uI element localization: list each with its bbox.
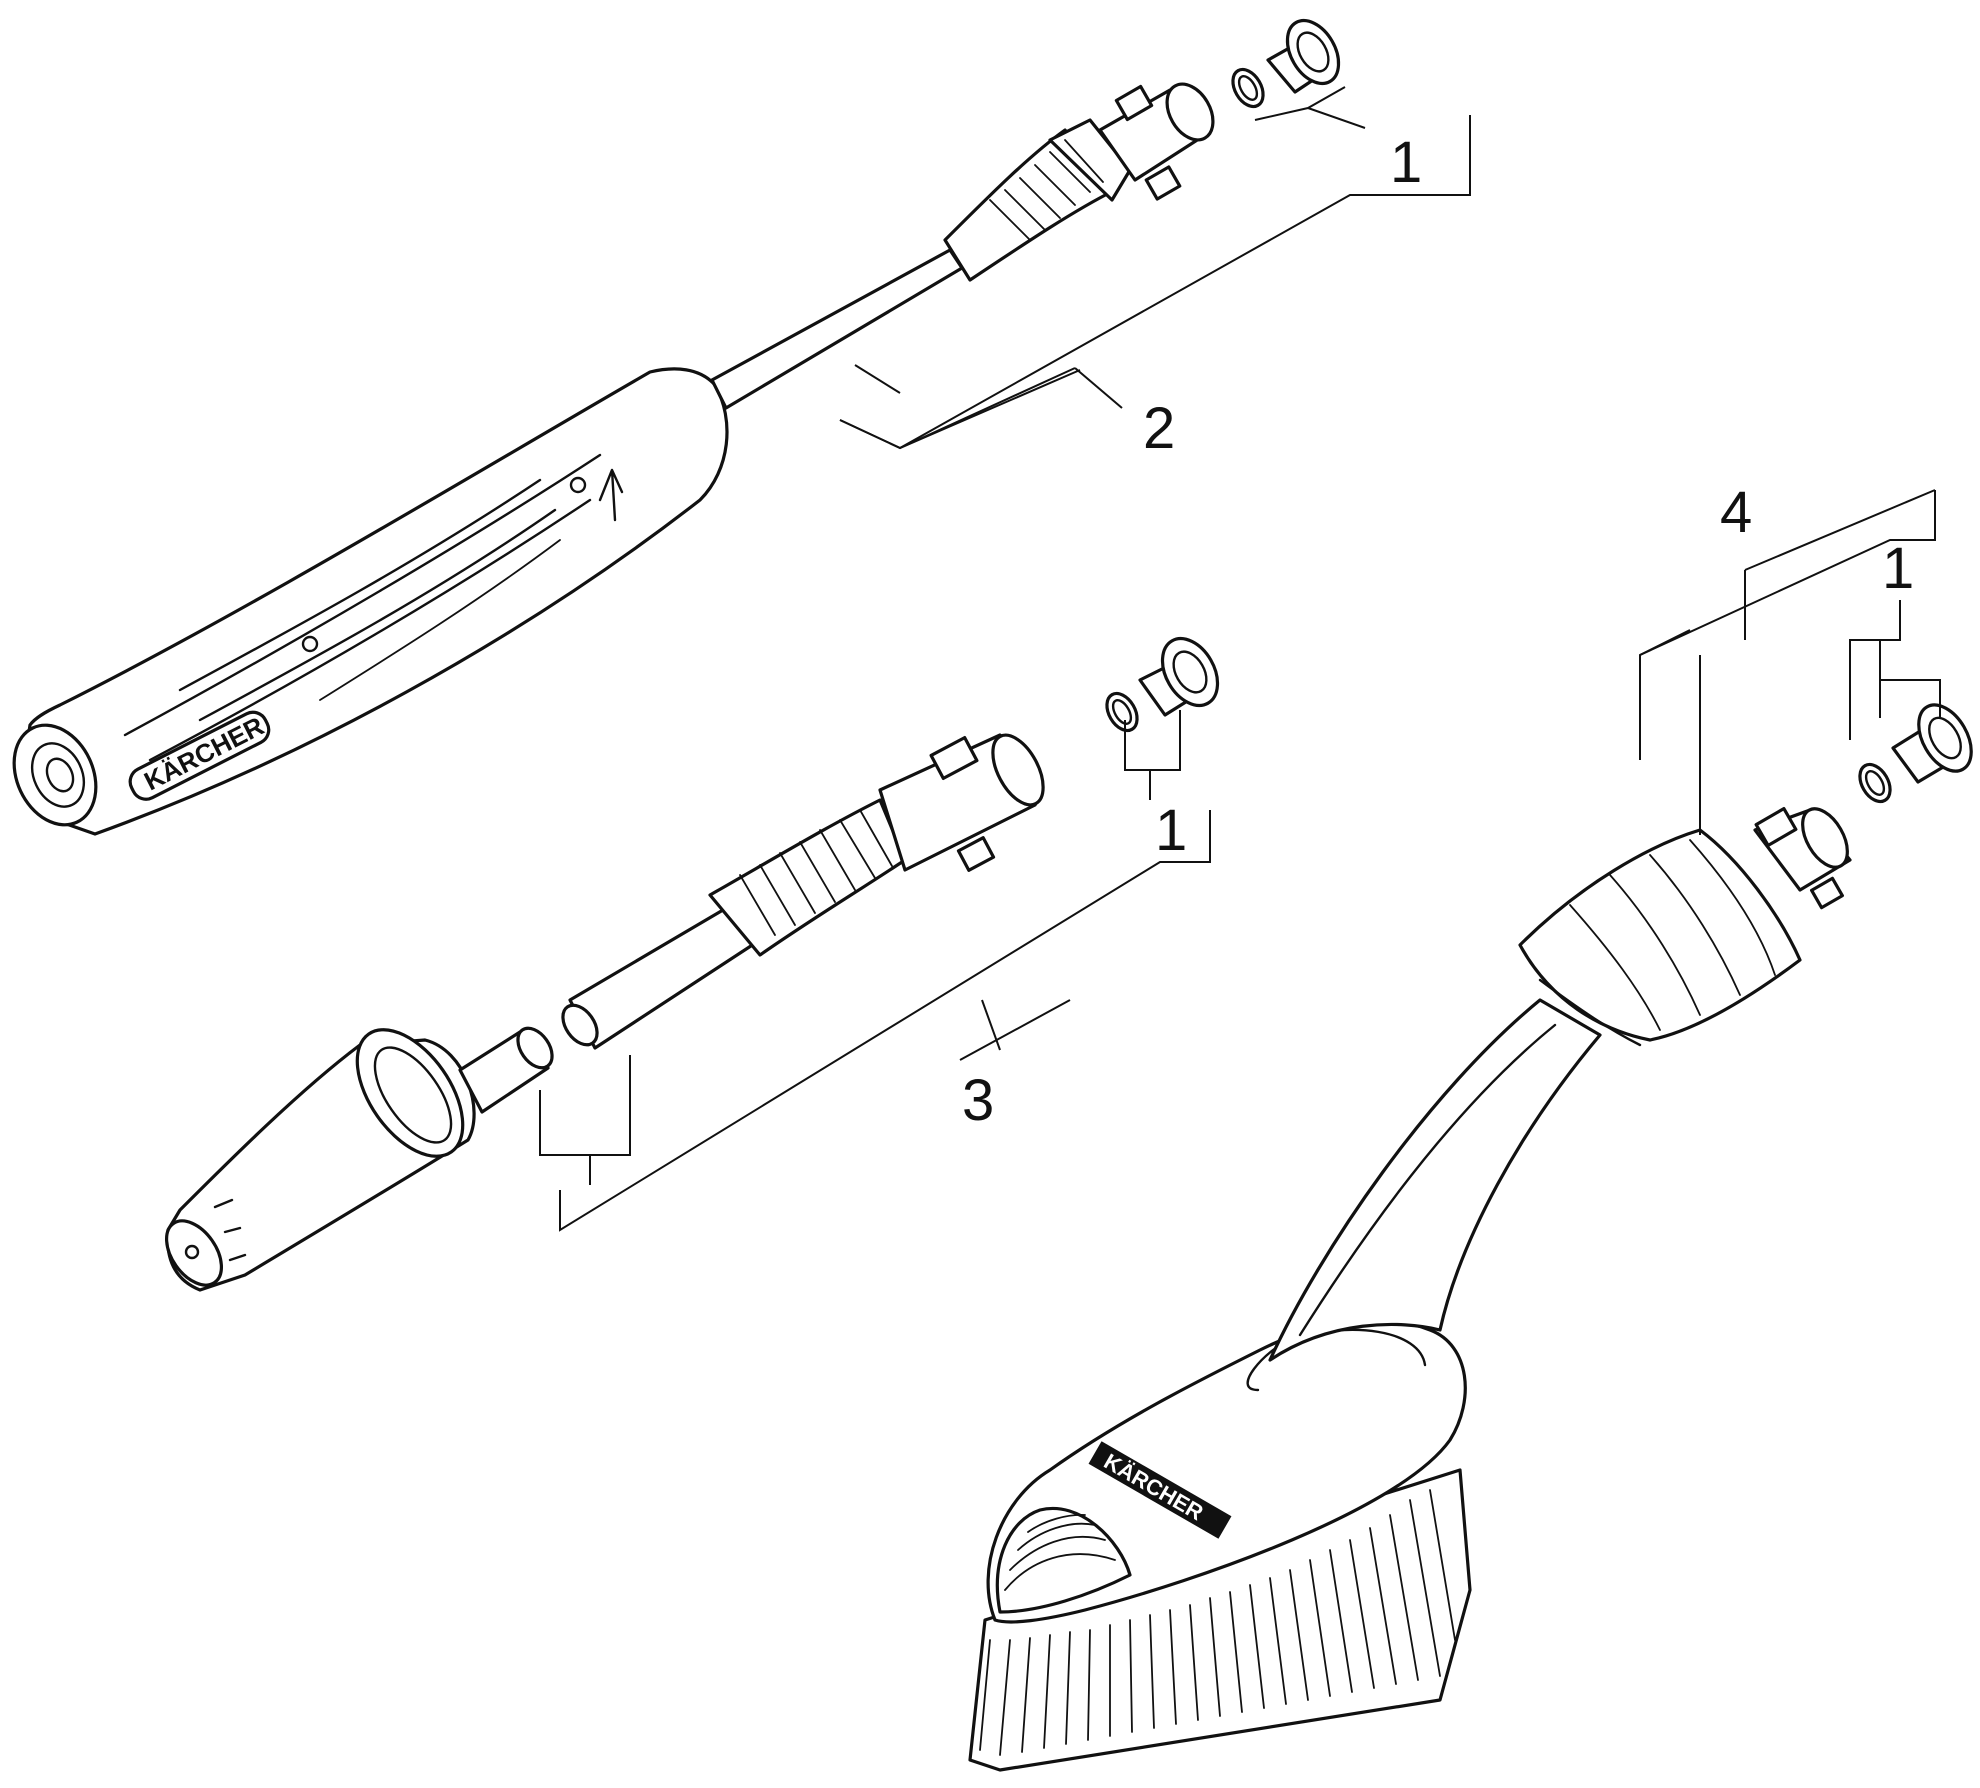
rotary-knurled-sleeve [708, 798, 907, 957]
lance-nose-cap [12, 723, 98, 827]
part-1-middle-nozzle-set [1105, 636, 1220, 733]
o-ring [1858, 762, 1892, 804]
arrow-mark-icon [598, 468, 624, 522]
screw-icon [301, 635, 319, 653]
part-1-right-nozzle-set [1858, 703, 1973, 804]
callout-labels: 1 2 3 1 4 1 [962, 130, 1914, 1133]
part-3-rotary-nozzle-lance [164, 733, 1045, 1292]
lance-grip-body [27, 367, 729, 836]
callout-1-right: 1 [1882, 536, 1914, 601]
rotary-cone-ring [355, 1028, 465, 1158]
callout-3: 3 [962, 1068, 994, 1133]
part-2-spray-lance: KÄRCHER [12, 82, 1215, 836]
lance-tube [710, 248, 964, 410]
leader-lines [539, 86, 1941, 1232]
callout-1-top: 1 [1390, 130, 1422, 195]
callout-4: 4 [1720, 480, 1752, 545]
brush-neck [1268, 998, 1602, 1362]
brush-bristles [968, 1468, 1472, 1772]
o-ring [1231, 67, 1265, 109]
brush-tip [995, 1506, 1132, 1614]
callout-2: 2 [1143, 396, 1175, 461]
screw-icon [569, 476, 587, 494]
part-4-wash-brush: KÄRCHER [968, 807, 1852, 1772]
o-ring [1105, 691, 1139, 733]
callout-1-middle: 1 [1155, 798, 1187, 863]
lance-coupling-lug [1114, 84, 1154, 122]
part-1-top-nozzle-set [1231, 18, 1341, 109]
